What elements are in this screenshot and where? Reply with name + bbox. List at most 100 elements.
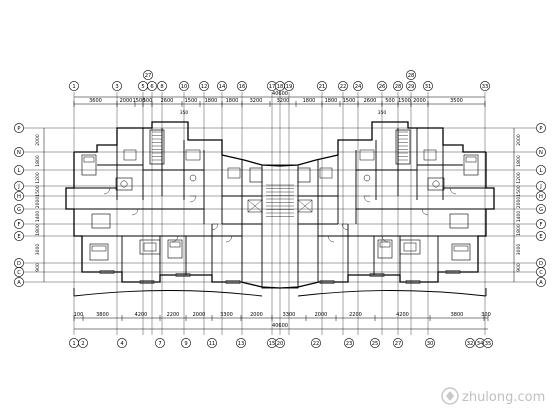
- axis-bubble-label: 29: [408, 84, 415, 90]
- axis-bubble-label: G: [539, 207, 543, 213]
- axis-bubble: [181, 338, 191, 348]
- dim-text-right: 1200: [516, 172, 522, 184]
- axis-bubble-label: J: [539, 184, 542, 190]
- dim-text-top: 1500: [343, 98, 356, 104]
- wardrobe: [227, 167, 241, 179]
- pillow: [465, 156, 477, 163]
- axis-bubble: [338, 81, 348, 91]
- pillow: [83, 156, 95, 163]
- axis-bubble: [425, 338, 435, 348]
- dim-text-top: 1800: [205, 98, 218, 104]
- axis-bubble-label: 19: [286, 84, 293, 90]
- toilet: [189, 174, 197, 182]
- axis-bubble-label: 13: [238, 341, 245, 347]
- axis-bubble: [157, 81, 167, 91]
- axis-bubble-label: 12: [201, 84, 208, 90]
- dim-text-bottom: 2000: [250, 312, 263, 318]
- axis-bubble-label: 15: [269, 341, 276, 347]
- axis-bubble-label: 18: [277, 84, 284, 90]
- door-swing: [131, 208, 139, 216]
- dim-text-top: 1500: [398, 98, 411, 104]
- outer-wall-top: [74, 121, 281, 167]
- door-swing: [103, 187, 111, 195]
- axis-bubble: [69, 81, 79, 91]
- axis-bubble-label: 25: [372, 341, 379, 347]
- pillow: [453, 245, 469, 252]
- bed: [449, 213, 469, 229]
- dim-text-left: 900: [35, 263, 41, 272]
- axis-bubble: [284, 81, 294, 91]
- dim-text-left: 3000: [35, 244, 41, 256]
- dim-text-bottom: 2000: [315, 312, 328, 318]
- axis-bubble-label: 26: [379, 84, 386, 90]
- axis-bubble-label: 22: [340, 84, 347, 90]
- elevator-cross: [247, 199, 263, 213]
- elevator-shaft: [297, 199, 313, 213]
- axis-bubble-label: E: [17, 234, 20, 240]
- bed: [377, 239, 393, 259]
- dim-text-right: 1400: [516, 211, 522, 223]
- axis-bubble: [370, 338, 380, 348]
- axis-bubble: [155, 338, 165, 348]
- axis-bubble: [536, 165, 546, 175]
- window: [99, 270, 115, 274]
- coffee-table: [403, 242, 417, 252]
- balcony-curve: [297, 290, 487, 297]
- dim-text-left: 1800: [35, 155, 41, 167]
- axis-bubble-label: 3: [115, 84, 118, 90]
- dim-text-top: 2000: [120, 98, 133, 104]
- axis-bubble: [406, 70, 416, 80]
- axis-bubble-label: 17: [269, 84, 276, 90]
- dim-text-left: 2000: [35, 197, 41, 209]
- axis-bubble: [465, 338, 475, 348]
- room-details: [81, 129, 479, 284]
- axis-bubble-label: G: [17, 207, 21, 213]
- axis-bubble: [536, 181, 546, 191]
- axis-bubble-label: A: [17, 280, 21, 286]
- kitchen-counter: [423, 149, 437, 161]
- central-core: [261, 164, 299, 289]
- axis-bubble: [14, 267, 24, 277]
- axis-bubble-label: H: [17, 194, 21, 200]
- axis-bubble: [199, 81, 209, 91]
- axis-bubble: [536, 267, 546, 277]
- axis-bubble: [536, 219, 546, 229]
- axis-bubble-label: J: [17, 184, 20, 190]
- axis-bubble-label: N: [17, 150, 21, 156]
- axis-bubble-label: 4: [120, 341, 124, 347]
- axis-bubble-label: H: [539, 194, 543, 200]
- axis-bubble: [14, 123, 24, 133]
- dim-text-bottom: 100: [74, 312, 84, 318]
- dim-text-top: 500: [385, 98, 395, 104]
- dim-text-inner: 350: [378, 110, 387, 116]
- axis-bubble-label: 27: [145, 73, 152, 79]
- dim-text-right: 2000: [516, 197, 522, 209]
- door-swing: [211, 223, 219, 231]
- walls: [65, 121, 495, 297]
- dim-text-top: 2600: [364, 98, 377, 104]
- axis-bubble: [237, 81, 247, 91]
- window: [405, 280, 421, 284]
- axis-bubble: [480, 81, 490, 91]
- axis-bubble: [14, 231, 24, 241]
- axis-bubble-label: 14: [219, 84, 226, 90]
- axis-bubble-label: E: [539, 234, 542, 240]
- dim-text-top: 1800: [226, 98, 239, 104]
- axis-bubble: [78, 338, 88, 348]
- axis-bubble-label: 5: [141, 84, 144, 90]
- axis-bubble-label: L: [540, 168, 543, 174]
- axis-bubble: [117, 338, 127, 348]
- axis-bubble-label: 24: [355, 84, 362, 90]
- axis-bubble-label: 11: [209, 341, 216, 347]
- axis-bubble-label: F: [540, 222, 543, 228]
- axis-bubble-label: 1: [72, 84, 75, 90]
- bed: [89, 243, 109, 261]
- elevator-shaft: [247, 199, 263, 213]
- axis-bubble-label: F: [18, 222, 21, 228]
- bed: [81, 154, 97, 176]
- axis-bubble: [14, 219, 24, 229]
- axis-bubble: [147, 81, 157, 91]
- door-swing: [189, 195, 197, 203]
- dim-text-left: 1800: [35, 224, 41, 236]
- dim-text-top: 3200: [250, 98, 263, 104]
